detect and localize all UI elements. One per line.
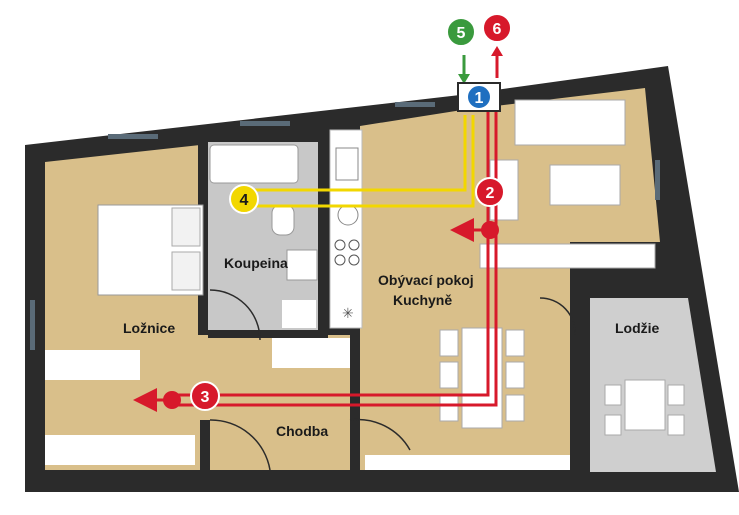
loggia-table xyxy=(604,379,685,436)
room-label-living: Obývací pokoj xyxy=(378,272,474,288)
door-swing xyxy=(349,418,411,451)
entry-arrow-icon xyxy=(458,74,470,84)
door-swing xyxy=(209,419,271,471)
hall-cabinet xyxy=(272,338,350,368)
bed xyxy=(97,204,204,296)
tv-stand xyxy=(479,243,656,269)
bedroom-shelf xyxy=(45,435,195,465)
marker-5-label: 5 xyxy=(457,25,466,42)
sofa xyxy=(514,99,626,146)
marker-1[interactable] xyxy=(466,84,492,110)
marker-2-label: 2 xyxy=(486,185,495,202)
living-bench xyxy=(365,455,570,470)
marker-4-label: 4 xyxy=(240,192,249,209)
red-junction-dot xyxy=(481,221,499,239)
toilet xyxy=(271,204,295,236)
svg-text:✳: ✳ xyxy=(342,306,354,322)
windows xyxy=(30,102,660,350)
marker-3-label: 3 xyxy=(201,389,210,406)
yellow-route xyxy=(245,115,475,208)
bedroom-floor xyxy=(45,145,210,470)
bathtub xyxy=(209,144,299,184)
marker-5[interactable] xyxy=(446,17,476,47)
exit-arrow-icon xyxy=(491,46,503,56)
marker-6-label: 6 xyxy=(493,21,502,38)
marker-1-label: 1 xyxy=(475,90,484,107)
room-label-hall: Chodba xyxy=(276,423,328,439)
hall-floor xyxy=(210,335,360,470)
dining-table xyxy=(439,327,525,429)
room-label-bedroom: Ložnice xyxy=(123,320,175,336)
room-label-bathroom: Koupeina xyxy=(224,255,288,271)
kitchen-counter: ✳ xyxy=(329,129,363,329)
room-label-loggia: Lodžie xyxy=(615,320,660,336)
marker-6[interactable] xyxy=(482,13,512,43)
wardrobe xyxy=(45,350,140,380)
washbasin xyxy=(286,249,318,281)
room-label-kitchen: Kuchyně xyxy=(393,292,452,308)
red-junction-dot xyxy=(163,391,181,409)
marker-2[interactable] xyxy=(475,177,505,207)
coffee-table xyxy=(549,164,621,206)
marker-4[interactable] xyxy=(229,184,259,214)
door-swing xyxy=(209,289,261,341)
bath-cabinet xyxy=(282,300,316,328)
door-swing xyxy=(539,297,576,336)
marker-3[interactable] xyxy=(190,381,220,411)
